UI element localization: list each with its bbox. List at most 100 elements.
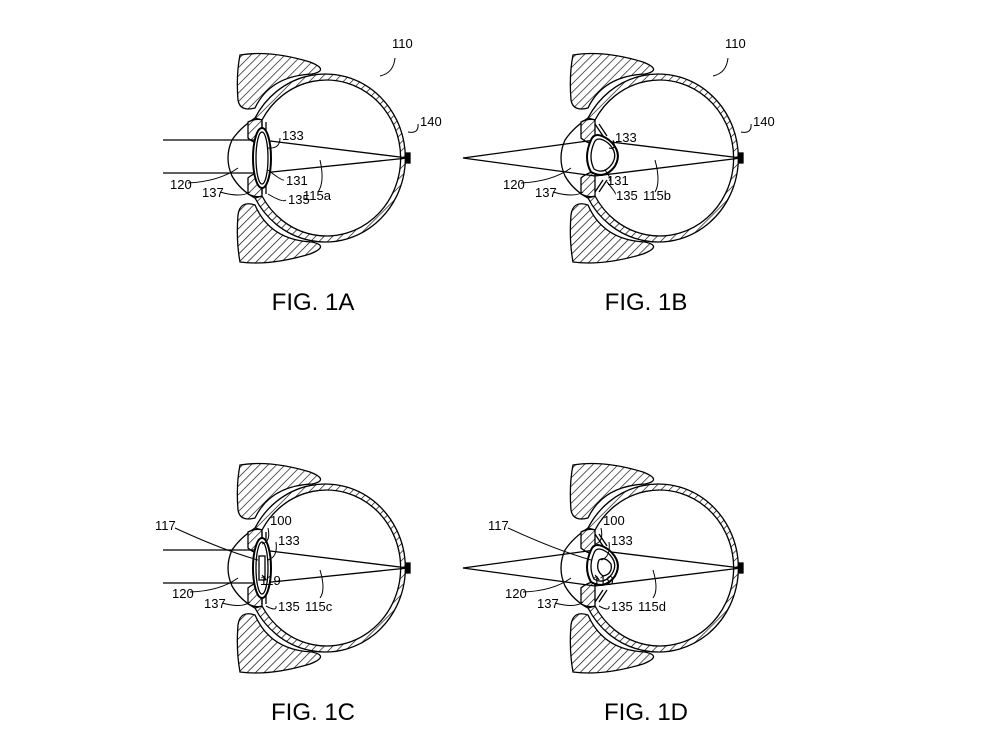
leader-line-ray bbox=[319, 569, 324, 599]
ref-label-ciliary: 135 bbox=[611, 599, 633, 614]
lens-capsule bbox=[590, 138, 616, 172]
figure-caption: FIG. 1A bbox=[272, 289, 355, 316]
ref-label-lens: 133 bbox=[611, 533, 633, 548]
leader-line-cornea bbox=[187, 167, 239, 184]
figure-caption: FIG. 1B bbox=[605, 289, 688, 316]
fovea bbox=[405, 152, 411, 164]
ref-label-iris: 137 bbox=[204, 596, 226, 611]
ref-label-cornea: 120 bbox=[505, 586, 527, 601]
ref-label-ray: 115c bbox=[305, 599, 333, 614]
leader-line-iris bbox=[219, 191, 251, 196]
leader-line-core bbox=[261, 574, 267, 581]
leader-line-eye bbox=[712, 57, 729, 77]
leader-line-retina bbox=[740, 123, 752, 133]
lower-orbit-bone bbox=[236, 613, 322, 674]
leader-line-eye bbox=[379, 57, 396, 77]
leader-line-iris bbox=[552, 191, 584, 196]
leader-line-ciliary bbox=[606, 181, 616, 195]
fovea bbox=[738, 562, 744, 574]
lens-capsule bbox=[590, 548, 616, 582]
ref-label-cornea: 120 bbox=[503, 177, 525, 192]
leader-line-cornea bbox=[522, 577, 572, 593]
leader-line-cornea bbox=[189, 577, 239, 593]
figure-caption: FIG. 1D bbox=[604, 699, 688, 726]
leader-line-lens bbox=[267, 541, 277, 561]
upper-orbit-bone bbox=[569, 52, 655, 110]
ref-label-implant_edge: 117 bbox=[488, 518, 509, 533]
leader-line-lens bbox=[608, 139, 615, 149]
leader-line-iris bbox=[221, 601, 251, 606]
implant-core bbox=[597, 558, 612, 577]
leader-line-ray bbox=[317, 159, 323, 193]
zonule bbox=[598, 589, 608, 603]
ref-label-lens: 133 bbox=[282, 128, 304, 143]
ref-label-retina: 140 bbox=[753, 114, 775, 129]
leader-line-capsule bbox=[267, 169, 285, 181]
leader-line-lens bbox=[600, 541, 610, 561]
ref-label-implant: 100 bbox=[270, 513, 292, 528]
leader-line-implant bbox=[261, 527, 270, 545]
upper-orbit-bone bbox=[236, 462, 322, 520]
ref-label-lens: 133 bbox=[278, 533, 300, 548]
upper-orbit-bone bbox=[569, 462, 655, 520]
lens-capsule bbox=[255, 541, 269, 595]
ref-label-ciliary: 135 bbox=[616, 188, 638, 203]
lower-orbit-bone bbox=[569, 203, 655, 264]
light-rays bbox=[163, 139, 409, 174]
zonule bbox=[594, 533, 604, 547]
ref-label-iris: 137 bbox=[537, 596, 559, 611]
ref-label-iris: 137 bbox=[202, 185, 224, 200]
sclera bbox=[587, 73, 739, 243]
leader-line-cornea bbox=[520, 167, 572, 184]
ref-label-core: 119 bbox=[593, 573, 614, 588]
light-rays bbox=[163, 549, 409, 584]
leader-line-ciliary bbox=[598, 605, 610, 610]
fovea bbox=[405, 562, 411, 574]
ref-label-eye: 110 bbox=[392, 36, 413, 51]
upper-orbit-bone bbox=[236, 52, 322, 110]
ref-label-cornea: 120 bbox=[170, 177, 192, 192]
leader-line-iris bbox=[554, 601, 584, 606]
leader-line-ciliary bbox=[267, 193, 287, 202]
leader-line-ciliary bbox=[265, 605, 277, 610]
leader-line-core bbox=[594, 574, 600, 581]
zonule bbox=[598, 179, 608, 193]
zonule bbox=[594, 123, 604, 137]
zonule bbox=[598, 123, 608, 137]
zonule bbox=[598, 533, 608, 547]
sclera bbox=[587, 483, 739, 653]
ref-label-retina: 140 bbox=[420, 114, 442, 129]
sclera bbox=[254, 483, 406, 653]
leader-line-retina bbox=[407, 123, 419, 133]
leader-line-lens bbox=[267, 137, 281, 149]
leader-line-implant_edge bbox=[174, 527, 259, 561]
ref-label-implant_edge: 117 bbox=[155, 518, 176, 533]
ref-label-implant: 100 bbox=[603, 513, 625, 528]
figure-caption: FIG. 1C bbox=[271, 699, 355, 726]
implant-core bbox=[258, 555, 266, 581]
ref-label-ray: 115a bbox=[303, 188, 332, 203]
ref-label-ciliary: 135 bbox=[278, 599, 300, 614]
ref-label-ray: 115b bbox=[643, 188, 671, 203]
ref-label-core: 119 bbox=[260, 573, 281, 588]
sclera bbox=[254, 73, 406, 243]
ref-label-eye: 110 bbox=[725, 36, 746, 51]
ref-label-capsule: 131 bbox=[607, 173, 629, 188]
leader-line-ray bbox=[654, 159, 659, 193]
ref-label-iris: 137 bbox=[535, 185, 557, 200]
leader-line-implant_edge bbox=[507, 527, 592, 561]
leader-line-capsule bbox=[604, 169, 611, 181]
zonule bbox=[594, 179, 604, 193]
ref-label-cornea: 120 bbox=[172, 586, 194, 601]
lower-orbit-bone bbox=[569, 613, 655, 674]
ref-label-capsule: 131 bbox=[286, 173, 308, 188]
ref-label-ray: 115d bbox=[638, 599, 666, 614]
ref-label-lens: 133 bbox=[615, 130, 637, 145]
leader-line-implant bbox=[594, 527, 603, 545]
lower-orbit-bone bbox=[236, 203, 322, 264]
